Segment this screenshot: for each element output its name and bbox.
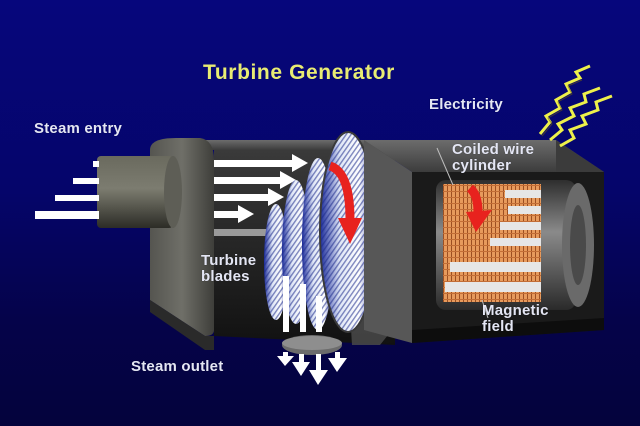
steam-inlet-pipe xyxy=(97,156,182,228)
leader-lines xyxy=(436,147,489,319)
turbine-rotation-arrow xyxy=(328,161,362,244)
diagram-title: Turbine Generator xyxy=(203,61,395,84)
label-magnetic-field-line1: Magnetic xyxy=(482,302,549,319)
label-magnetic-field-line2: field xyxy=(482,318,514,335)
label-electricity: Electricity xyxy=(429,96,503,113)
steam-entry-lines xyxy=(35,161,99,219)
label-coiled-wire-cylinder-line2: cylinder xyxy=(452,157,512,174)
electricity-bolts-glow xyxy=(541,79,583,137)
coil-rotation-arrow xyxy=(466,184,492,232)
label-steam-entry: Steam entry xyxy=(34,120,123,137)
electricity-bolts xyxy=(538,64,613,148)
steam-flow-arrows xyxy=(214,154,308,223)
label-steam-outlet: Steam outlet xyxy=(131,358,224,375)
label-coiled-wire-cylinder-line1: Coiled wire xyxy=(452,141,535,158)
magnets xyxy=(445,190,541,292)
steam-outlet-arrows xyxy=(277,352,347,385)
label-turbine-blades-line1: Turbine xyxy=(201,252,257,269)
coiled-wire-cylinder xyxy=(443,184,541,302)
label-turbine-blades-line2: blades xyxy=(201,268,250,285)
steam-outlet xyxy=(277,276,347,385)
